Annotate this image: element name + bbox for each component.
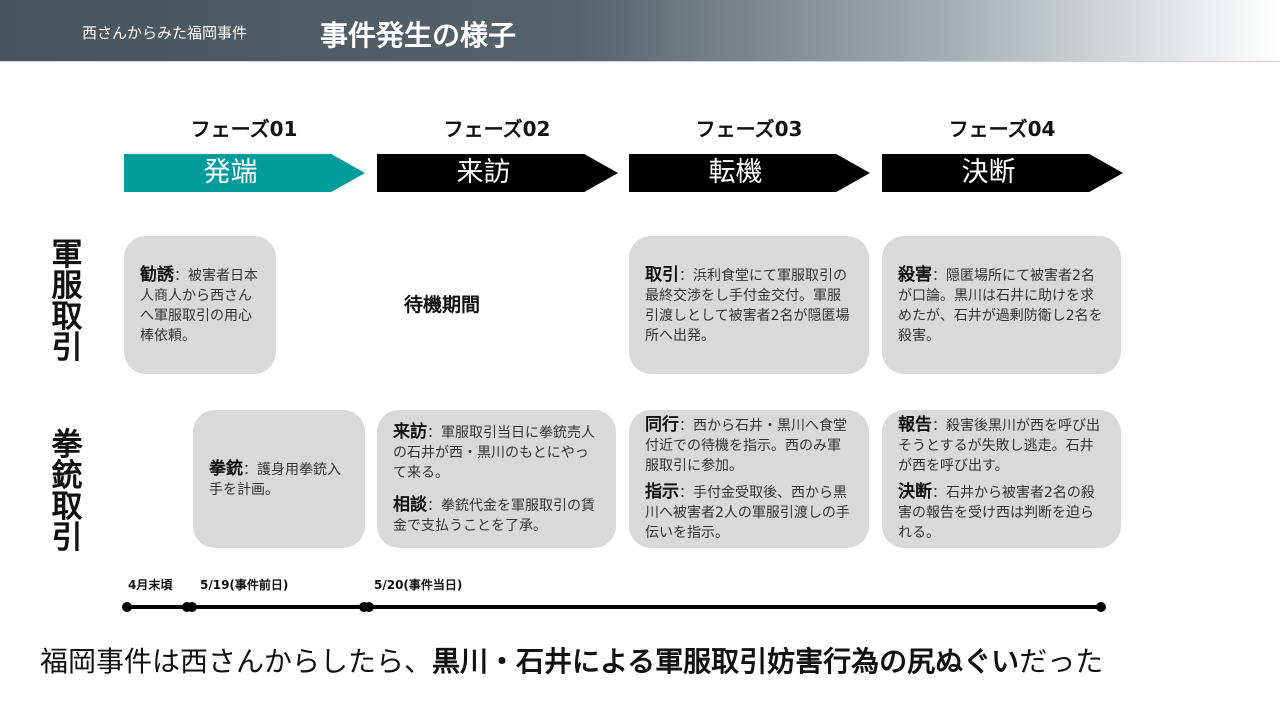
event-head: 取引 [645,264,679,285]
event-box-pistol: 拳銃：護身用拳銃入手を計画。 [193,410,365,548]
event-head: 拳銃 [209,458,243,479]
event-body: ：浜利食堂にて軍服取引の最終交渉をし手付金交付。軍服引渡しとして被害者2名が隠匿… [645,267,850,344]
timeline-dot [1096,602,1106,612]
timeline-date-1: 4月末頃 [128,578,173,592]
event-box-report: 報告：殺害後黒川が西を呼び出そうとするが失敗し逃走。石井が西を呼び出す。 決断：… [882,410,1121,548]
event-head: 相談 [393,495,427,515]
event-head: 来訪 [393,422,427,442]
timeline-segment [369,605,1101,609]
event-box-visit: 来訪：軍服取引当日に拳銃売人の石井が西・黒川のもとにやって来る。 相談：拳銃代金… [377,410,616,548]
event-box-accompany: 同行：西から石井・黒川へ食堂付近での待機を指示。西のみ軍服取引に参加。 指示：手… [629,410,869,548]
timeline-dot [364,602,374,612]
event-box-recruit: 勧誘：被害者日本人商人から西さんへ軍服取引の用心棒依頼。 [124,236,276,374]
timeline-dot [122,602,132,612]
timeline-date-3: 5/20(事件当日) [374,578,463,592]
event-body: ：軍服取引当日に拳銃売人の石井が西・黒川のもとにやって来る。 [393,425,595,481]
event-head: 殺害 [898,264,932,285]
event-body: ：隠匿場所にて被害者2名が口論。黒川は石井に助けを求めたが、石井が過剰防衛し2名… [898,267,1103,344]
phase-label-1: フェーズ01 [190,117,298,141]
conclusion-text: 福岡事件は西さんからしたら、黒川・石井による軍服取引妨害行為の尻ぬぐいだった [40,640,1103,680]
phase-label-3: フェーズ03 [695,117,803,141]
row-label-uniform: 軍服取引 [51,237,83,366]
conclusion-post: だった [1019,645,1104,678]
event-box-deal: 取引：浜利食堂にて軍服取引の最終交渉をし手付金交付。軍服引渡しとして被害者2名が… [629,236,869,374]
phase-arrow-4: 決断 [882,154,1123,192]
timeline-date-2: 5/19(事件前日) [200,578,289,592]
event-box-murder: 殺害：隠匿場所にて被害者2名が口論。黒川は石井に助けを求めたが、石井が過剰防衛し… [882,236,1121,374]
row-label-pistol: 拳銃取引 [51,427,83,556]
event-body: ：拳銃代金を軍服取引の賃金で支払うことを了承。 [393,498,595,534]
timeline-segment [127,605,187,609]
waiting-period-label: 待機期間 [404,294,481,316]
conclusion-pre: 福岡事件は西さんからしたら、 [40,645,433,678]
header-bar: 西さんからみた福岡事件 事件発生の様子 [0,0,1280,62]
event-body: ：石井から被害者2名の殺害の報告を受け西は判断を迫られる。 [898,485,1095,541]
event-body: ：護身用拳銃入手を計画。 [209,461,341,498]
page-title: 事件発生の様子 [320,19,517,52]
event-body: ：手付金受取後、西から黒川へ被害者2人の軍服引渡しの手伝いを指示。 [645,485,850,541]
event-head: 同行 [645,415,679,435]
header-subtitle: 西さんからみた福岡事件 [82,24,248,42]
event-body: ：西から石井・黒川へ食堂付近での待機を指示。西のみ軍服取引に参加。 [645,418,847,474]
timeline-dot [187,602,197,612]
event-head: 指示 [645,482,679,502]
phase-arrow-1: 発端 [124,154,365,192]
event-body: ：被害者日本人商人から西さんへ軍服取引の用心棒依頼。 [140,267,258,344]
phase-label-2: フェーズ02 [443,117,551,141]
phase-label-4: フェーズ04 [948,117,1056,141]
phase-arrow-2: 来訪 [377,154,618,192]
event-body: ：殺害後黒川が西を呼び出そうとするが失敗し逃走。石井が西を呼び出す。 [898,418,1100,474]
event-head: 報告 [898,415,932,435]
event-head: 勧誘 [140,264,174,285]
conclusion-emphasis: 黒川・石井による軍服取引妨害行為の尻ぬぐい [432,645,1020,678]
timeline-segment [192,605,364,609]
event-head: 決断 [898,482,932,502]
phase-arrow-3: 転機 [629,154,870,192]
